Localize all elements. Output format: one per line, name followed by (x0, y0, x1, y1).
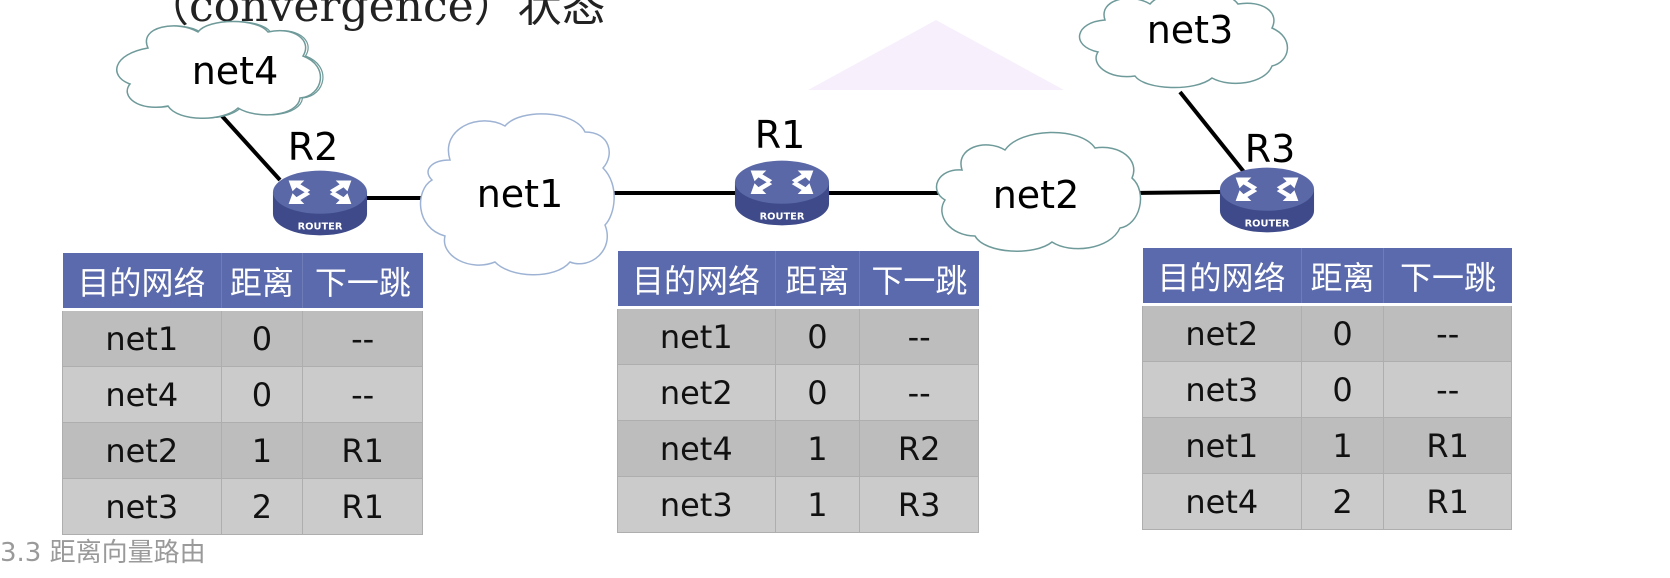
router-r3[interactable]: R3 (1219, 127, 1315, 233)
cell-next-hop: R2 (859, 420, 979, 477)
router-label-r1: R1 (755, 113, 806, 157)
cell-destination: net2 (617, 364, 776, 421)
header-distance: 距离 (221, 253, 304, 311)
cell-next-hop: R1 (302, 478, 423, 535)
routing-table-r3: 目的网络 距离 下一跳 net2 0 -- net3 0 -- net1 1 R… (1142, 248, 1512, 530)
cloud-label-net3: net3 (1147, 8, 1234, 52)
header-destination: 目的网络 (62, 253, 222, 311)
cell-distance: 1 (774, 420, 861, 477)
cell-next-hop: -- (302, 309, 423, 367)
table-row: net1 0 -- (617, 307, 979, 365)
router-icon (734, 160, 830, 226)
cell-next-hop: -- (302, 366, 423, 423)
table-row: net4 2 R1 (1142, 473, 1512, 530)
cell-next-hop: R1 (1383, 473, 1512, 530)
cell-distance: 0 (220, 366, 304, 423)
cell-distance: 1 (220, 422, 304, 479)
header-destination: 目的网络 (1142, 248, 1302, 306)
routing-table-r1: 目的网络 距离 下一跳 net1 0 -- net2 0 -- net4 1 R… (617, 251, 979, 533)
cell-next-hop: -- (1383, 361, 1512, 418)
cell-next-hop: R3 (859, 476, 979, 533)
cell-destination: net3 (62, 478, 222, 535)
cloud-label-net1: net1 (477, 172, 564, 216)
header-distance: 距离 (775, 251, 861, 309)
router-icon (272, 170, 368, 236)
links (220, 90, 1246, 200)
slide-footer: 3.3 距离向量路由 (0, 538, 206, 568)
router-r1[interactable]: R1 (734, 113, 830, 226)
header-distance: 距离 (1301, 248, 1385, 306)
decorative-triangle (808, 20, 1064, 90)
cell-distance: 1 (774, 476, 861, 533)
cell-destination: net4 (62, 366, 222, 423)
router-label-r2: R2 (288, 125, 339, 169)
cell-distance: 2 (1300, 473, 1385, 530)
cloud-label-net2: net2 (993, 173, 1080, 217)
header-next-hop: 下一跳 (859, 251, 979, 309)
link-net2-r3 (1131, 190, 1223, 195)
table-row: net2 1 R1 (62, 422, 423, 479)
table-row: net1 0 -- (62, 309, 423, 367)
cell-destination: net1 (62, 309, 222, 367)
cell-next-hop: -- (859, 307, 979, 365)
table-row: net3 0 -- (1142, 361, 1512, 418)
cell-destination: net1 (617, 307, 776, 365)
cloud-net4: net4 (116, 20, 324, 119)
header-destination: 目的网络 (617, 251, 776, 309)
cell-next-hop: R1 (302, 422, 423, 479)
cell-distance: 2 (220, 478, 304, 535)
cell-distance: 0 (1300, 304, 1385, 362)
table-row: net3 2 R1 (62, 478, 423, 535)
table-row: net3 1 R3 (617, 476, 979, 533)
cell-next-hop: R1 (1383, 417, 1512, 474)
cell-distance: 0 (774, 307, 861, 365)
cell-next-hop: -- (1383, 304, 1512, 362)
router-r2[interactable]: R2 (272, 125, 368, 236)
table-row: net1 1 R1 (1142, 417, 1512, 474)
cell-next-hop: -- (859, 364, 979, 421)
cell-destination: net2 (62, 422, 222, 479)
table-row: net2 0 -- (1142, 304, 1512, 362)
header-next-hop: 下一跳 (1383, 248, 1512, 306)
router-label-r3: R3 (1245, 127, 1296, 171)
cell-destination: net4 (617, 420, 776, 477)
link-net3-r3 (1178, 90, 1246, 174)
cell-distance: 1 (1300, 417, 1385, 474)
cell-distance: 0 (774, 364, 861, 421)
router-icon (1219, 167, 1315, 233)
cloud-net3: net3 (1078, 0, 1289, 89)
cell-destination: net4 (1142, 473, 1302, 530)
cloud-label-net4: net4 (192, 49, 279, 93)
link-net4-r2 (220, 114, 282, 182)
cell-distance: 0 (220, 309, 304, 367)
cell-destination: net2 (1142, 304, 1302, 362)
routing-table-r2: 目的网络 距离 下一跳 net1 0 -- net4 0 -- net2 1 R… (62, 253, 423, 535)
table-row: net2 0 -- (617, 364, 979, 421)
cloud-net2: net2 (935, 131, 1142, 252)
cell-destination: net1 (1142, 417, 1302, 474)
table-row: net4 0 -- (62, 366, 423, 423)
cell-distance: 0 (1300, 361, 1385, 418)
header-next-hop: 下一跳 (302, 253, 423, 311)
cell-destination: net3 (1142, 361, 1302, 418)
cell-destination: net3 (617, 476, 776, 533)
table-row: net4 1 R2 (617, 420, 979, 477)
cloud-net1: net1 (419, 113, 615, 276)
